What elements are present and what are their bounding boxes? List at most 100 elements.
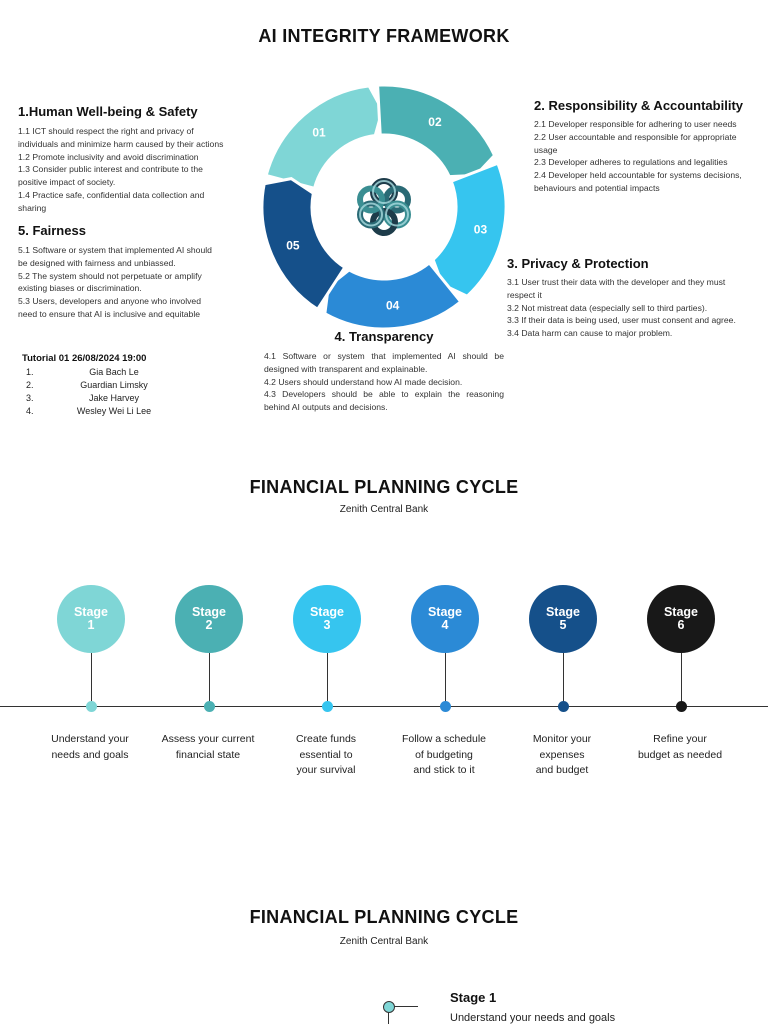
ring-segment-04 bbox=[323, 260, 463, 328]
stage-description-line: essential to bbox=[299, 748, 353, 761]
section-line: 3.4 Data harm can cause to major problem… bbox=[507, 328, 673, 339]
stage-number: 5 bbox=[559, 618, 567, 632]
ring-segment-02 bbox=[376, 83, 497, 179]
stage-description-line: expenses bbox=[539, 748, 585, 761]
stage-description-line: needs and goals bbox=[51, 748, 129, 761]
section-line: 4.3 Developers should be able to explain… bbox=[264, 389, 504, 400]
section-line: positive impact of society. bbox=[18, 177, 116, 188]
framework-title: AI INTEGRITY FRAMEWORK bbox=[258, 26, 510, 46]
stage-dot-4 bbox=[439, 701, 451, 712]
ring-segment-01 bbox=[264, 84, 384, 191]
member-number: 4. bbox=[26, 406, 34, 416]
stage-dot-2 bbox=[203, 701, 215, 712]
stage-description-line: Understand your bbox=[51, 733, 129, 745]
timeline-axis bbox=[0, 706, 768, 707]
stage-description: Assess your current financial state bbox=[153, 732, 263, 763]
stage-connector bbox=[327, 653, 328, 703]
section-line: 3.2 Not mistreat data (especially sell t… bbox=[507, 302, 708, 313]
stage-description-line: Monitor your bbox=[532, 733, 592, 745]
cycle2-stage-dot bbox=[383, 1001, 395, 1013]
section-responsibility: 2. Responsibility & Accountability 2.1 D… bbox=[534, 98, 762, 195]
section-line: 5.1 Software or system that implemented … bbox=[18, 245, 212, 255]
stage-description: Monitor your expenses and budget bbox=[507, 732, 617, 779]
cycle2-connector bbox=[394, 1006, 418, 1007]
stage-description-line: your survival bbox=[296, 764, 356, 776]
stage-connector bbox=[445, 653, 446, 703]
section-body: 1.1 ICT should respect the right and pri… bbox=[18, 125, 250, 215]
stage-dot-5 bbox=[557, 701, 569, 712]
section-transparency-title: 4. Transparency bbox=[334, 329, 434, 344]
stage-number: 3 bbox=[323, 618, 331, 632]
ring-segment-03 bbox=[431, 161, 508, 299]
section-title: 1.Human Well-being & Safety bbox=[18, 104, 198, 119]
section-body: 2.1 Developer responsible for adhering t… bbox=[534, 118, 762, 195]
cycle-title: FINANCIAL PLANNING CYCLE bbox=[249, 477, 519, 497]
stage-number: 4 bbox=[441, 618, 449, 632]
stage-label: Stage bbox=[545, 605, 581, 619]
ring-label-04: 04 bbox=[386, 299, 400, 313]
member-row: 1. Gia Bach Le bbox=[22, 366, 182, 379]
member-name: Guardian Limsky bbox=[80, 380, 148, 390]
stage-connector bbox=[209, 653, 210, 703]
section-line: 5.2 The system should not perpetuate or … bbox=[18, 270, 202, 281]
stage-description-line: and budget bbox=[535, 764, 589, 776]
cycle2-stage-desc: Understand your needs and goals bbox=[450, 1012, 616, 1024]
member-name: Jake Harvey bbox=[88, 393, 140, 403]
stage-description-line: Assess your current bbox=[161, 733, 255, 745]
stage-description-line: financial state bbox=[175, 748, 241, 761]
stage-connector bbox=[91, 653, 92, 703]
ring-segment-05 bbox=[260, 177, 347, 312]
member-row: 3. Jake Harvey bbox=[22, 392, 182, 405]
section-line: 2.1 Developer responsible for adhering t… bbox=[534, 119, 737, 129]
stage-number: 1 bbox=[87, 618, 95, 632]
member-name: Wesley Wei Li Lee bbox=[76, 406, 152, 416]
stage-description-line: budget as needed bbox=[637, 748, 723, 761]
section-fairness: 5. Fairness 5.1 Software or system that … bbox=[18, 223, 250, 321]
section-title: 3. Privacy & Protection bbox=[507, 256, 649, 271]
section-line: need to ensure that AI is inclusive and … bbox=[18, 308, 201, 319]
stage-description-line: and stick to it bbox=[413, 764, 475, 776]
section-line: sharing bbox=[18, 202, 47, 213]
section-line: 1.3 Consider public interest and contrib… bbox=[18, 164, 203, 175]
cycle2-stage-title: Stage 1 bbox=[450, 990, 497, 1005]
section-body: 5.1 Software or system that implemented … bbox=[18, 244, 250, 321]
stage-label: Stage bbox=[309, 605, 345, 619]
diagram-center bbox=[332, 155, 436, 259]
section-privacy: 3. Privacy & Protection 3.1 User trust t… bbox=[507, 256, 763, 340]
section-line: 4.1 Software or system that implemented … bbox=[264, 351, 504, 361]
section-line: 5.3 Users, developers and anyone who inv… bbox=[18, 296, 201, 307]
member-number: 1. bbox=[26, 367, 34, 377]
stage-description-line: Follow a schedule bbox=[401, 733, 487, 745]
tutorial-title: Tutorial 01 26/08/2024 19:00 bbox=[22, 353, 147, 364]
section-human-wellbeing: 1.Human Well-being & Safety 1.1 ICT shou… bbox=[18, 104, 250, 215]
tutorial-block: Tutorial 01 26/08/2024 19:00 1. Gia Bach… bbox=[22, 353, 182, 418]
section-title: 5. Fairness bbox=[18, 223, 86, 238]
section-line: 3.3 If their data is being used, user mu… bbox=[507, 315, 736, 326]
stage-label: Stage bbox=[191, 605, 227, 619]
stage-label: Stage bbox=[663, 605, 699, 619]
member-name: Gia Bach Le bbox=[89, 367, 139, 377]
section-line: 1.4 Practice safe, confidential data col… bbox=[18, 189, 205, 200]
member-row: 4. Wesley Wei Li Lee bbox=[22, 405, 182, 418]
section-line: respect it bbox=[507, 289, 542, 300]
section-line: behaviours and potential impacts bbox=[534, 182, 660, 193]
section-line: 2.2 User accountable and responsible for… bbox=[534, 131, 737, 142]
member-number: 2. bbox=[26, 380, 34, 390]
section-line: existing biases or discrimination. bbox=[18, 283, 142, 294]
cycle2-vertical-line bbox=[388, 1012, 389, 1024]
section-body: 3.1 User trust their data with the devel… bbox=[507, 276, 763, 340]
section-line: usage bbox=[534, 144, 558, 155]
stage-dot-1 bbox=[85, 701, 97, 712]
ring-label-05: 05 bbox=[286, 239, 300, 253]
member-number: 3. bbox=[26, 393, 34, 403]
cycle-subtitle: Zenith Central Bank bbox=[339, 504, 429, 515]
